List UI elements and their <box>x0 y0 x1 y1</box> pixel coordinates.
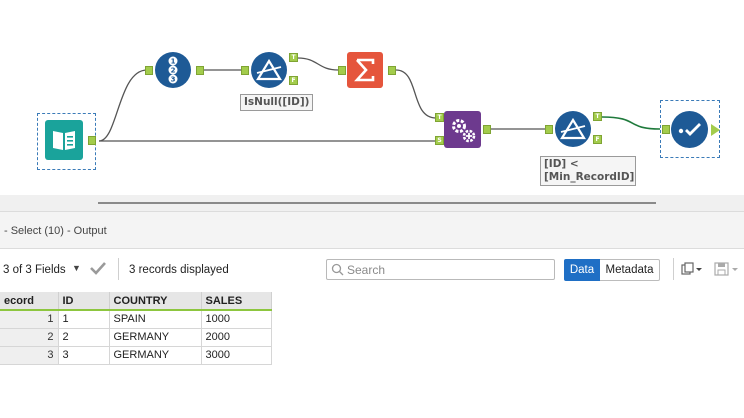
filter2-false-anchor[interactable]: F <box>593 135 602 144</box>
append-fields-tool[interactable] <box>444 111 481 148</box>
filter2-tool[interactable] <box>555 111 591 147</box>
column-header-id[interactable]: ID <box>58 292 110 311</box>
search-icon <box>331 263 344 279</box>
table-row[interactable]: 2 2 GERMANY 2000 <box>0 328 272 347</box>
filter-triangle-icon <box>560 118 586 140</box>
filter1-annotation: IsNull([ID]) <box>240 94 314 111</box>
cell-id[interactable]: 3 <box>58 346 110 365</box>
filter2-annotation-line2: [Min_RecordID] <box>544 171 635 183</box>
record-id-tool[interactable]: 1 2 3 <box>155 52 191 88</box>
table-header-row: ecord ID COUNTRY SALES <box>0 292 272 311</box>
filter2-annotation: [ID] < [Min_RecordID] <box>540 156 636 186</box>
table-row[interactable]: 1 1 SPAIN 1000 <box>0 310 272 329</box>
select-tool[interactable] <box>671 111 708 148</box>
svg-text:3: 3 <box>171 76 176 84</box>
filter1-input-anchor[interactable] <box>241 66 249 75</box>
input-output-anchor[interactable] <box>88 136 96 145</box>
records-count: 3 records displayed <box>129 264 229 276</box>
summarize-tool[interactable] <box>347 52 383 88</box>
input-tool[interactable] <box>45 120 83 160</box>
search-input[interactable] <box>347 261 547 278</box>
sigma-icon <box>354 58 375 82</box>
fields-selector[interactable]: 3 of 3 Fields <box>3 264 66 276</box>
save-icon[interactable] <box>714 262 740 279</box>
select-output-anchor[interactable] <box>711 124 720 136</box>
filter2-input-anchor[interactable] <box>545 125 553 134</box>
checkmark-icon <box>678 122 701 136</box>
filter1-tool[interactable] <box>251 52 287 88</box>
svg-text:2: 2 <box>171 67 176 75</box>
results-table: ecord ID COUNTRY SALES 1 1 SPAIN 1000 2 … <box>0 292 272 365</box>
pane-splitter[interactable] <box>0 195 744 211</box>
cell-id[interactable]: 1 <box>58 310 110 329</box>
filter2-annotation-line1: [ID] < <box>544 158 579 170</box>
search-box[interactable] <box>326 259 555 280</box>
metadata-view-button[interactable]: Metadata <box>600 259 660 281</box>
summarize-output-anchor[interactable] <box>388 66 396 75</box>
column-header-record[interactable]: ecord <box>0 292 59 311</box>
results-header: - Select (10) - Output <box>0 211 744 249</box>
svg-text:1: 1 <box>171 58 176 66</box>
book-icon <box>53 131 75 150</box>
filter1-true-anchor[interactable]: T <box>289 53 298 62</box>
results-title: - Select (10) - Output <box>4 225 107 237</box>
data-view-button[interactable]: Data <box>564 259 600 281</box>
record-id-output-anchor[interactable] <box>196 66 204 75</box>
chevron-down-icon[interactable]: ▼ <box>72 263 81 273</box>
splitter-grip[interactable] <box>98 202 656 204</box>
summarize-input-anchor[interactable] <box>338 66 346 75</box>
cell-sales[interactable]: 1000 <box>201 310 272 329</box>
gears-icon <box>451 118 475 142</box>
cell-country[interactable]: GERMANY <box>109 346 202 365</box>
toolbar-divider <box>673 258 674 280</box>
filter-triangle-icon <box>256 59 282 81</box>
copy-icon[interactable] <box>681 262 703 279</box>
cell-sales[interactable]: 3000 <box>201 346 272 365</box>
toolbar-divider <box>118 258 119 280</box>
numbered-list-icon: 1 2 3 <box>168 56 178 84</box>
cell-id[interactable]: 2 <box>58 328 110 347</box>
apply-checkmark-icon[interactable] <box>89 260 107 279</box>
filter2-true-anchor[interactable]: T <box>593 112 602 121</box>
workflow-canvas[interactable]: 1 2 3 T F IsNull([ID]) T S <box>0 0 744 195</box>
results-toolbar: 3 of 3 Fields ▼ 3 records displayed Data… <box>0 249 744 291</box>
cell-sales[interactable]: 2000 <box>201 328 272 347</box>
append-target-anchor[interactable]: T <box>435 113 444 122</box>
cell-country[interactable]: GERMANY <box>109 328 202 347</box>
connection-wires <box>98 57 661 142</box>
select-input-anchor[interactable] <box>662 125 670 134</box>
append-source-anchor[interactable]: S <box>435 136 444 145</box>
record-number: 3 <box>0 346 59 365</box>
table-row[interactable]: 3 3 GERMANY 3000 <box>0 346 272 365</box>
column-header-sales[interactable]: SALES <box>201 292 272 311</box>
append-output-anchor[interactable] <box>483 125 491 134</box>
record-number: 2 <box>0 328 59 347</box>
record-number: 1 <box>0 310 59 329</box>
record-id-input-anchor[interactable] <box>145 66 153 75</box>
cell-country[interactable]: SPAIN <box>109 310 202 329</box>
column-header-country[interactable]: COUNTRY <box>109 292 202 311</box>
filter1-false-anchor[interactable]: F <box>289 76 298 85</box>
